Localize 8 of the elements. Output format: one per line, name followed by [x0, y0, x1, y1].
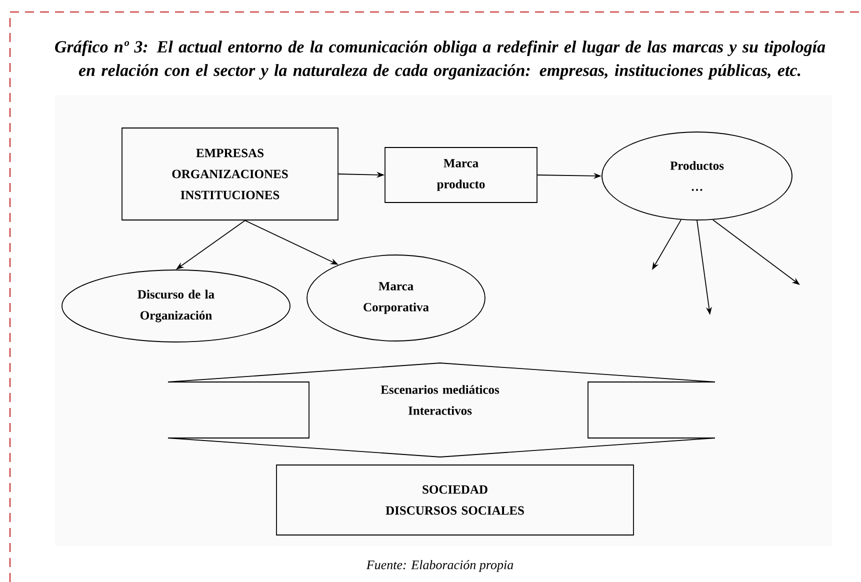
- process-box: Marca producto: [384, 147, 538, 203]
- ellipse-node: Discurso de la Organización: [62, 270, 290, 342]
- process-box: SOCIEDAD DISCURSOS SOCIALES: [276, 464, 634, 536]
- ellipse-node: Productos …: [602, 132, 792, 220]
- title: Gráfico nº 3: El actual entorno de la comunicación obliga a redefinir el lugar de las marcas y su tipología en relación con el sector y la naturaleza de cada organización: empresas, instituciones públicas, etc.: [55, 40, 826, 80]
- ellipse-node: Marca Corporativa: [306, 254, 486, 342]
- caption: Fuente: Elaboración propia: [366, 560, 514, 572]
- process-box: EMPRESAS ORGANIZACIONES INSTITUCIONES: [122, 128, 338, 220]
